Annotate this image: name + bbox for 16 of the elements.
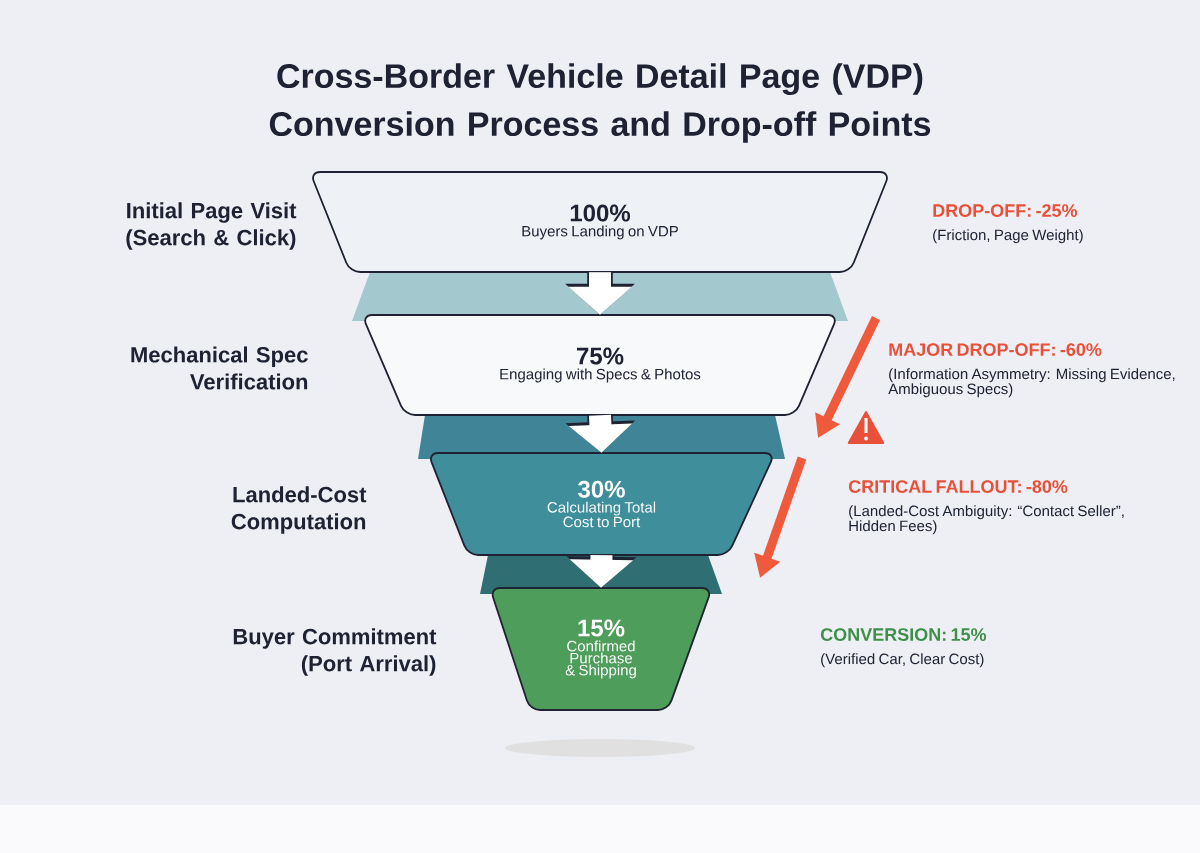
annotation-text: (Friction, Page Weight) [933, 229, 1083, 244]
annotation-heading: CRITICAL FALLOUT: -80% [848, 480, 1068, 493]
funnel-stage: 75% Engaging with Specs & Photos [364, 314, 836, 416]
annotation-heading: MAJOR DROP-OFF: -60% [889, 343, 1102, 356]
funnel-stage: 100% Buyers Landing on VDP [312, 171, 888, 273]
annotation-text: (Landed-Cost Ambiguity: “Contact Seller”, Hidden Fees) [849, 505, 1124, 535]
funnel-stage: 15% Confirmed Purchase & Shipping [491, 587, 711, 711]
annotation-heading: DROP-OFF: -25% [933, 204, 1078, 217]
stage-label: Mechanical Spec Verification [131, 346, 308, 390]
title: Cross-Border Vehicle Detail Page (VDP) Conversion Process and Drop-off Points [269, 63, 931, 143]
stage-label: Initial Page Visit (Search & Click) [126, 202, 297, 250]
stage-label: Buyer Commitment (Port Arrival) [233, 628, 437, 676]
annotation-text: (Information Asymmetry: Missing Evidence, Ambiguous Specs) [888, 368, 1175, 398]
annotation-heading: CONVERSION: 15% [820, 628, 987, 641]
annotation-text: (Verified Car, Clear Cost) [821, 653, 984, 668]
stage-label: Landed-Cost Computation [231, 486, 367, 534]
